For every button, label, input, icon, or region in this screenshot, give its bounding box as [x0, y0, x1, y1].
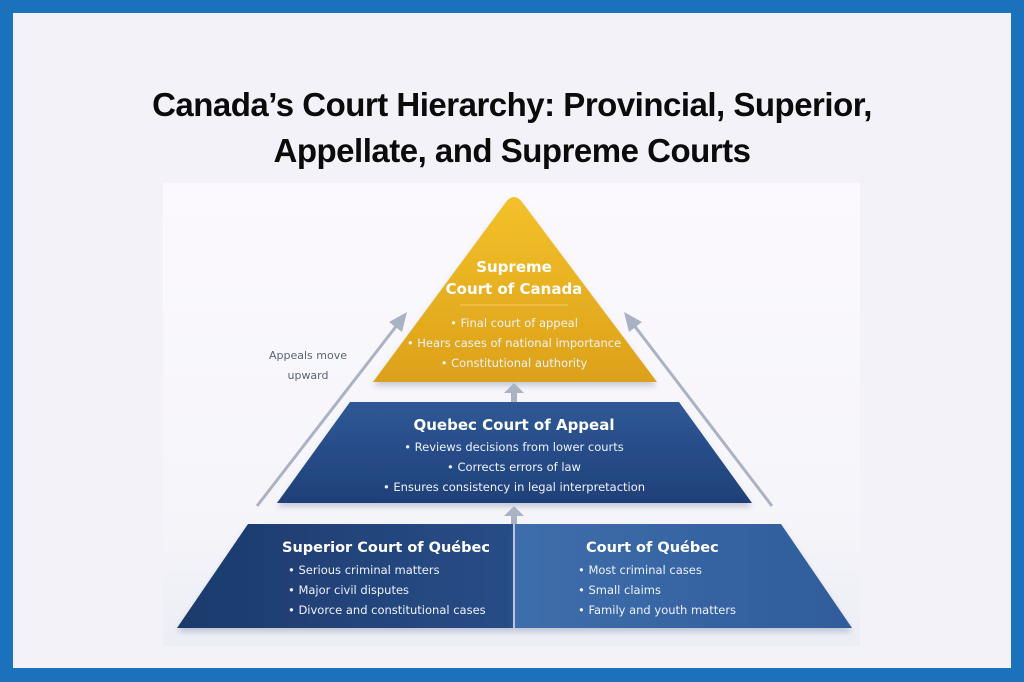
supreme-bullet: • Final court of appeal	[450, 316, 578, 330]
appeals-annotation: Appeals move upward	[262, 346, 354, 386]
superior-court-label: Superior Court of Québec • Serious crimi…	[282, 536, 502, 620]
court-quebec-bullet: • Most criminal cases	[578, 563, 702, 577]
annotation-line-2: upward	[287, 369, 329, 382]
appeal-bullet: • Reviews decisions from lower courts	[404, 440, 624, 454]
appeal-bullet: • Corrects errors of law	[447, 460, 581, 474]
court-of-appeal-tier	[277, 402, 752, 503]
supreme-title-line-2: Court of Canada	[445, 280, 583, 298]
supreme-court-label: Supreme Court of Canada	[414, 256, 614, 300]
superior-bullet: • Serious criminal matters	[288, 563, 440, 577]
superior-court-tier	[177, 524, 514, 628]
title-line-1: Canada’s Court Hierarchy: Provincial, Su…	[152, 86, 872, 123]
appeal-title: Quebec Court of Appeal	[413, 416, 615, 434]
court-quebec-bullet: • Small claims	[578, 583, 661, 597]
court-quebec-title: Court of Québec	[586, 540, 719, 556]
superior-title: Superior Court of Québec	[282, 540, 490, 556]
appeal-bullet: • Ensures consistency in legal interpret…	[382, 480, 646, 494]
supreme-bullet: • Hears cases of national importance	[406, 336, 622, 350]
superior-bullet: • Major civil disputes	[288, 583, 410, 597]
right-appeal-arrow-icon	[624, 312, 774, 507]
court-of-quebec-tier	[514, 524, 852, 628]
page-title: Canada’s Court Hierarchy: Provincial, Su…	[0, 82, 1024, 174]
supreme-title-line-1: Supreme	[476, 258, 552, 276]
title-line-2: Appellate, and Supreme Courts	[273, 132, 751, 169]
court-quebec-bullet: • Family and youth matters	[578, 603, 737, 617]
supreme-court-tier	[373, 197, 657, 382]
center-arrow-upper-icon	[504, 383, 524, 402]
supreme-court-bullets: • Final court of appeal • Hears cases of…	[384, 313, 644, 373]
center-arrow-lower-icon	[504, 506, 524, 524]
left-appeal-arrow-icon	[255, 312, 407, 507]
superior-bullet: • Divorce and constitutional cases	[288, 603, 486, 617]
court-of-appeal-label: Quebec Court of Appeal • Reviews decisio…	[344, 413, 684, 497]
annotation-line-1: Appeals move	[268, 349, 347, 362]
court-of-quebec-label: Court of Québec • Most criminal cases • …	[578, 536, 778, 620]
supreme-bullet: • Constitutional authority	[440, 356, 588, 370]
